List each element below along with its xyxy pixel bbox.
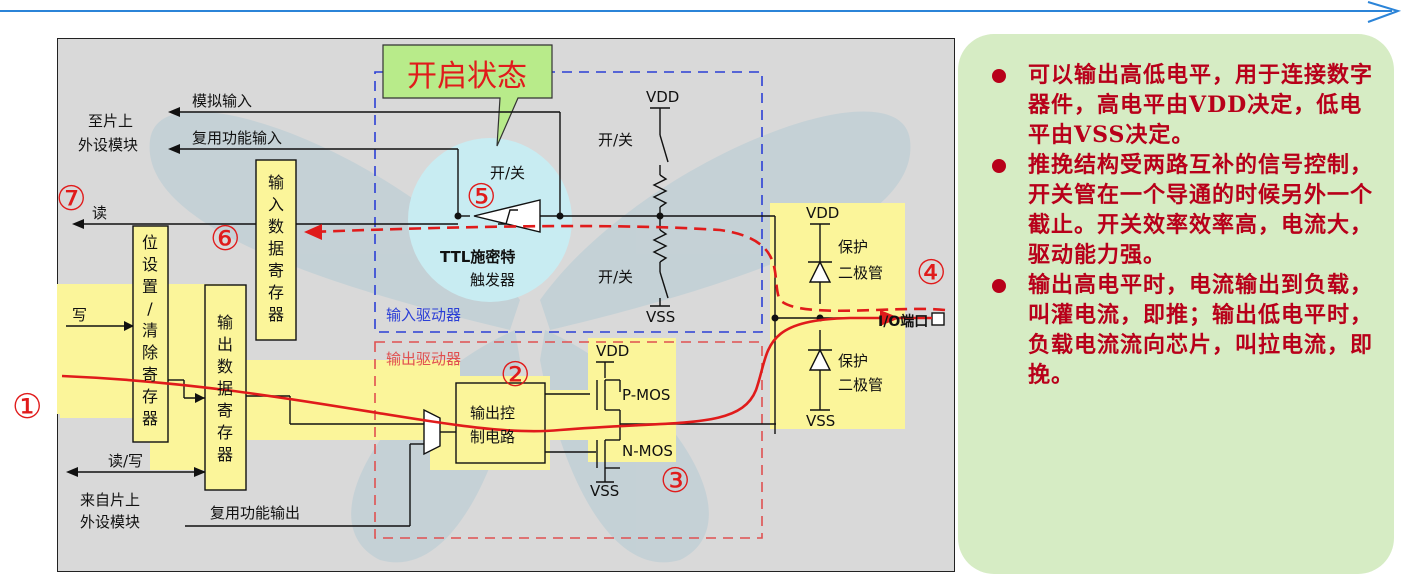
from-peripheral-label-1: 来自片上 <box>80 491 140 509</box>
svg-text:位: 位 <box>142 233 158 252</box>
vdd-label-pmos: VDD <box>596 342 629 360</box>
note-text: 推挽结构受两路互补的信号控制，开关管在一个导通的时候另外一个截止。开关效率效率高… <box>1028 152 1374 268</box>
marker-5: ⑤ <box>466 177 496 217</box>
top-arrow-line <box>0 1 1402 23</box>
note-text: 输出高电平时，电流输出到负载，叫灌电流，即推；输出低电平时，负载电流流向芯片，叫… <box>1028 272 1374 388</box>
note-text: 可以输出高低电平，用于连接数字器件，高电平由VDD决定，低电平由VSS决定。 <box>1028 62 1374 148</box>
svg-text:据: 据 <box>217 379 233 398</box>
read-write-label: 读/写 <box>108 452 143 470</box>
vss-label-switch: VSS <box>646 308 675 326</box>
switch-label-bottom: 开/关 <box>598 268 633 286</box>
arrowheads <box>66 107 206 477</box>
input-data-register-label: 输 入 数 据 寄 存 器 <box>268 173 284 324</box>
ttl-label-1: TTL施密特 <box>440 248 515 266</box>
analog-input-label: 模拟输入 <box>192 92 252 110</box>
highlight-regions <box>57 203 905 470</box>
output-control-label-2: 制电路 <box>470 428 515 446</box>
svg-text:输: 输 <box>217 313 233 332</box>
bullet-icon <box>992 159 1006 173</box>
vdd-label-diode: VDD <box>806 204 839 222</box>
note-item: 推挽结构受两路互补的信号控制，开关管在一个导通的时候另外一个截止。开关效率效率高… <box>976 150 1374 270</box>
output-control-box <box>455 382 546 464</box>
svg-text:据: 据 <box>268 239 284 258</box>
output-driver-label: 输出驱动器 <box>386 350 461 368</box>
marker-7: ⑦ <box>56 179 86 219</box>
protect-diode-bottom-1: 保护 <box>838 352 868 370</box>
svg-text:数: 数 <box>268 217 284 236</box>
io-pin-label: I/O端口 <box>878 313 928 330</box>
io-pin-square <box>931 312 945 326</box>
ttl-label-2: 触发器 <box>470 271 515 289</box>
svg-text:数: 数 <box>217 357 233 376</box>
notes-list: 可以输出高低电平，用于连接数字器件，高电平由VDD决定，低电平由VSS决定。 推… <box>958 34 1394 390</box>
svg-text:存: 存 <box>142 387 158 406</box>
svg-text:存: 存 <box>217 423 233 442</box>
svg-text:设: 设 <box>142 255 158 274</box>
svg-text:寄: 寄 <box>142 365 158 384</box>
callout-bubble <box>382 44 553 147</box>
output-control-label-1: 输出控 <box>470 404 515 422</box>
protect-diode-top-2: 二极管 <box>838 264 883 282</box>
input-signal-path <box>309 224 946 313</box>
vss-label-diode: VSS <box>806 412 835 430</box>
note-item: 输出高电平时，电流输出到负载，叫灌电流，即推；输出低电平时，负载电流流向芯片，叫… <box>976 270 1374 390</box>
marker-6: ⑥ <box>210 219 240 259</box>
svg-text:置: 置 <box>142 277 158 296</box>
read-label: 读 <box>92 204 107 222</box>
nmos-label: N-MOS <box>622 442 673 460</box>
output-signal-arrow <box>880 310 900 326</box>
input-driver-label: 输入驱动器 <box>386 306 461 324</box>
wiring <box>66 107 855 527</box>
vdd-label-top: VDD <box>646 88 679 106</box>
bullet-icon <box>992 69 1006 83</box>
diode-symbols <box>808 260 832 371</box>
input-signal-arrow <box>304 224 322 240</box>
alt-func-output-label: 复用功能输出 <box>210 504 300 522</box>
marker-3: ③ <box>660 461 690 501</box>
to-peripheral-label-2: 外设模块 <box>78 136 138 154</box>
protect-diode-bottom-2: 二极管 <box>838 376 883 394</box>
pmos-label: P-MOS <box>622 386 670 404</box>
marker-2: ② <box>500 355 530 395</box>
svg-text:除: 除 <box>142 343 158 362</box>
svg-text:存: 存 <box>268 283 284 302</box>
alt-func-input-label: 复用功能输入 <box>192 129 282 147</box>
from-peripheral-label-2: 外设模块 <box>80 513 140 531</box>
switch-label-top: 开/关 <box>490 164 525 182</box>
svg-text:入: 入 <box>268 195 284 214</box>
svg-text:寄: 寄 <box>217 401 233 420</box>
svg-text:器: 器 <box>142 409 158 428</box>
output-mux <box>423 408 441 456</box>
output-data-register-label: 输 出 数 据 寄 存 器 <box>217 313 233 464</box>
switch-label-mid: 开/关 <box>598 131 633 149</box>
write-label: 写 <box>72 306 87 324</box>
protect-diode-top-1: 保护 <box>838 238 868 256</box>
input-driver-box <box>374 71 763 333</box>
callout-title: 开启状态 <box>407 59 527 94</box>
schmitt-trigger-symbol <box>473 199 541 233</box>
marker-4: ④ <box>916 253 946 293</box>
output-driver-box <box>374 341 763 539</box>
note-item: 可以输出高低电平，用于连接数字器件，高电平由VDD决定，低电平由VSS决定。 <box>976 60 1374 150</box>
svg-text:器: 器 <box>268 305 284 324</box>
svg-text:器: 器 <box>217 445 233 464</box>
input-data-register-box <box>255 159 297 341</box>
to-peripheral-label-1: 至片上 <box>88 112 133 130</box>
bit-set-reset-register-box <box>132 225 169 443</box>
svg-text:清: 清 <box>142 321 158 340</box>
svg-text:出: 出 <box>217 335 233 354</box>
bit-set-reset-register-label: 位 设 置 / 清 除 寄 存 器 <box>142 233 158 428</box>
notes-panel: 可以输出高低电平，用于连接数字器件，高电平由VDD决定，低电平由VSS决定。 推… <box>958 34 1394 574</box>
vss-label-nmos: VSS <box>590 482 619 500</box>
svg-text:寄: 寄 <box>268 261 284 280</box>
marker-1: ① <box>12 387 42 427</box>
output-signal-path <box>61 316 932 433</box>
svg-text:/: / <box>147 299 153 318</box>
svg-text:输: 输 <box>268 173 284 192</box>
bullet-icon <box>992 279 1006 293</box>
